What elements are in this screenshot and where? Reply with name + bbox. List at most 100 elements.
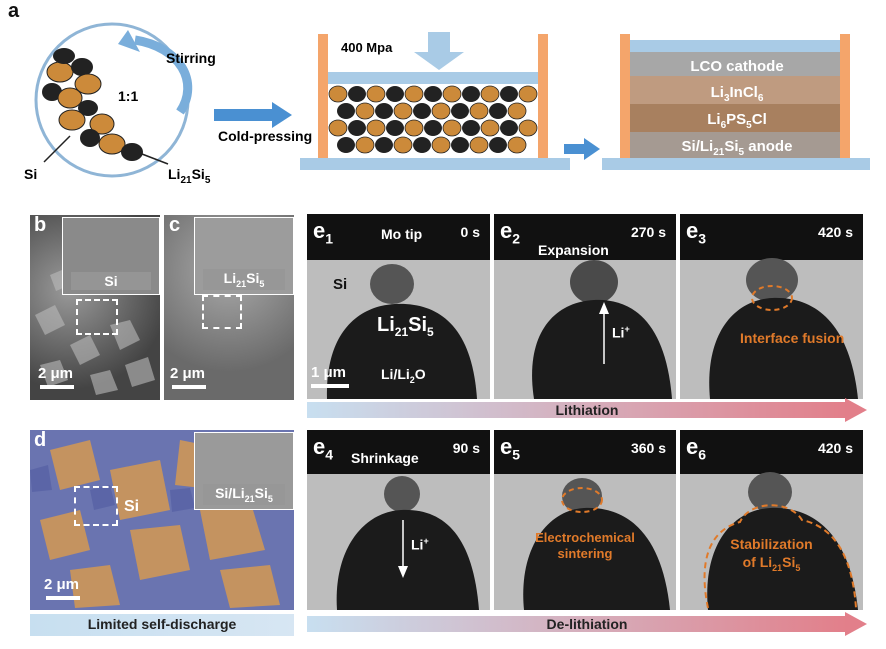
- arrow-right-1: [214, 102, 292, 128]
- shrinkage-label: Shrinkage: [351, 450, 419, 466]
- scale-text-b: 2 μm: [38, 365, 74, 382]
- delithiation-arrow: [307, 612, 867, 636]
- press-particle: [404, 85, 424, 103]
- scale-text-d: 2 μm: [44, 576, 80, 593]
- sintering-label-2: sintering: [557, 546, 613, 561]
- frame-label-e5: e5: [500, 434, 521, 463]
- lithiation-label: Lithiation: [555, 402, 619, 418]
- press-particle: [386, 86, 404, 102]
- panel-label-b: b: [34, 214, 47, 236]
- layer-cathode: LCO cathode: [690, 58, 784, 75]
- scale-text-e1: 1 μm: [311, 364, 347, 381]
- frame-label-e3: e3: [686, 218, 707, 247]
- press-particle: [355, 136, 375, 154]
- press-particle: [375, 103, 393, 119]
- frame-label-e4: e4: [313, 434, 334, 463]
- frame-label-e6: e6: [686, 434, 707, 463]
- press-particle: [518, 119, 538, 137]
- si-label-e1: Si: [333, 276, 348, 293]
- sem-image-c: Li21Si5 2 μm: [164, 215, 294, 400]
- cold-pressing-label: Cold-pressing: [218, 128, 313, 144]
- layer-li6ps5cl: Li6PS5Cl: [707, 111, 767, 131]
- press-particle: [462, 86, 480, 102]
- press-particle: [355, 102, 375, 120]
- press-particle: [413, 103, 431, 119]
- li-ion-label-e2: Li+: [612, 324, 630, 341]
- li21si5-label-e1: Li21Si5: [377, 314, 434, 339]
- press-particle: [431, 136, 451, 154]
- press-particle: [404, 119, 424, 137]
- li-ion-label-e4: Li+: [411, 536, 429, 553]
- press-particle: [500, 86, 518, 102]
- inset-tag-c: Li21Si5: [203, 269, 285, 290]
- delithiation-label: De-lithiation: [546, 616, 628, 632]
- press-particle: [348, 120, 366, 136]
- dashed-region-d: [74, 486, 118, 526]
- tem-frame-e4: e4 90 s Shrinkage Li+: [307, 430, 490, 610]
- scale-bar-b: [40, 385, 74, 389]
- time-e5: 360 s: [630, 440, 666, 456]
- inset-tag-b: Si: [71, 272, 151, 290]
- time-e3: 420 s: [817, 224, 853, 240]
- layer-anode: Si/Li21Si5 anode: [681, 138, 793, 158]
- press-particle: [328, 119, 348, 137]
- expansion-label: Expansion: [538, 242, 609, 258]
- press-particle: [431, 102, 451, 120]
- limited-self-discharge-bar: Limited self-discharge: [30, 614, 294, 636]
- si-label-a: Si: [24, 166, 38, 182]
- press-particle: [393, 136, 413, 154]
- layer-li3incl6: Li3InCl6: [710, 84, 764, 104]
- tem-frame-e5: e5 360 s Electrochemical sintering: [494, 430, 676, 610]
- press-particle: [480, 85, 500, 103]
- sem-image-d: Si/Li21Si5 Si 2 μm: [30, 430, 294, 610]
- inset-c: Li21Si5: [194, 217, 294, 295]
- pressure-label: 400 Mpa: [341, 40, 393, 55]
- stirring-label: Stirring: [166, 50, 216, 66]
- panel-label-a: a: [8, 0, 20, 22]
- sem-image-b: Si 2 μm: [30, 215, 160, 400]
- tem-frame-e2: e2 270 s Expansion Li+: [494, 214, 676, 399]
- mo-tip-label: Mo tip: [381, 226, 423, 242]
- time-e1: 0 s: [460, 224, 480, 240]
- press-particle: [413, 137, 431, 153]
- press-particle: [518, 85, 538, 103]
- time-e6: 420 s: [817, 440, 853, 456]
- press-particle: [451, 137, 469, 153]
- press-particle: [348, 86, 366, 102]
- press-particle: [489, 103, 507, 119]
- sintering-label-1: Electrochemical: [535, 530, 635, 545]
- dashed-region-b: [76, 299, 118, 335]
- press-particle: [386, 120, 404, 136]
- inset-tag-d: Si/Li21Si5: [203, 484, 285, 505]
- press-diagram: [300, 32, 570, 170]
- interface-fusion-label: Interface fusion: [740, 330, 845, 346]
- inset-d: Si/Li21Si5: [194, 432, 294, 510]
- scale-bar-c: [172, 385, 206, 389]
- press-particle: [507, 136, 527, 154]
- dashed-region-c: [202, 295, 242, 329]
- press-particle: [424, 86, 442, 102]
- scale-bar-d: [46, 596, 80, 600]
- press-particle: [500, 120, 518, 136]
- tem-frame-e1: e1 0 s Mo tip Si Li21Si5 Li/Li2O 1 μm: [307, 214, 490, 399]
- press-particle: [375, 137, 393, 153]
- stabilization-label-1: Stabilization: [730, 536, 813, 552]
- press-particle: [328, 85, 348, 103]
- press-particle: [442, 119, 462, 137]
- panel-label-c: c: [169, 214, 181, 236]
- ratio-label: 1:1: [118, 88, 139, 104]
- time-e4: 90 s: [452, 440, 480, 456]
- press-particle: [462, 120, 480, 136]
- arrow-right-2: [564, 138, 600, 160]
- press-particle: [337, 103, 355, 119]
- press-particle: [507, 102, 527, 120]
- frame-label-e2: e2: [500, 218, 521, 247]
- frame-label-e1: e1: [313, 218, 334, 247]
- press-particle: [469, 102, 489, 120]
- scale-text-c: 2 μm: [170, 365, 206, 382]
- time-e2: 270 s: [630, 224, 666, 240]
- tem-frame-e6: e6 420 s Stabilization of Li21Si5: [680, 430, 863, 610]
- press-particle: [366, 119, 386, 137]
- lili2o-label: Li/Li2O: [381, 366, 426, 385]
- press-particle: [442, 85, 462, 103]
